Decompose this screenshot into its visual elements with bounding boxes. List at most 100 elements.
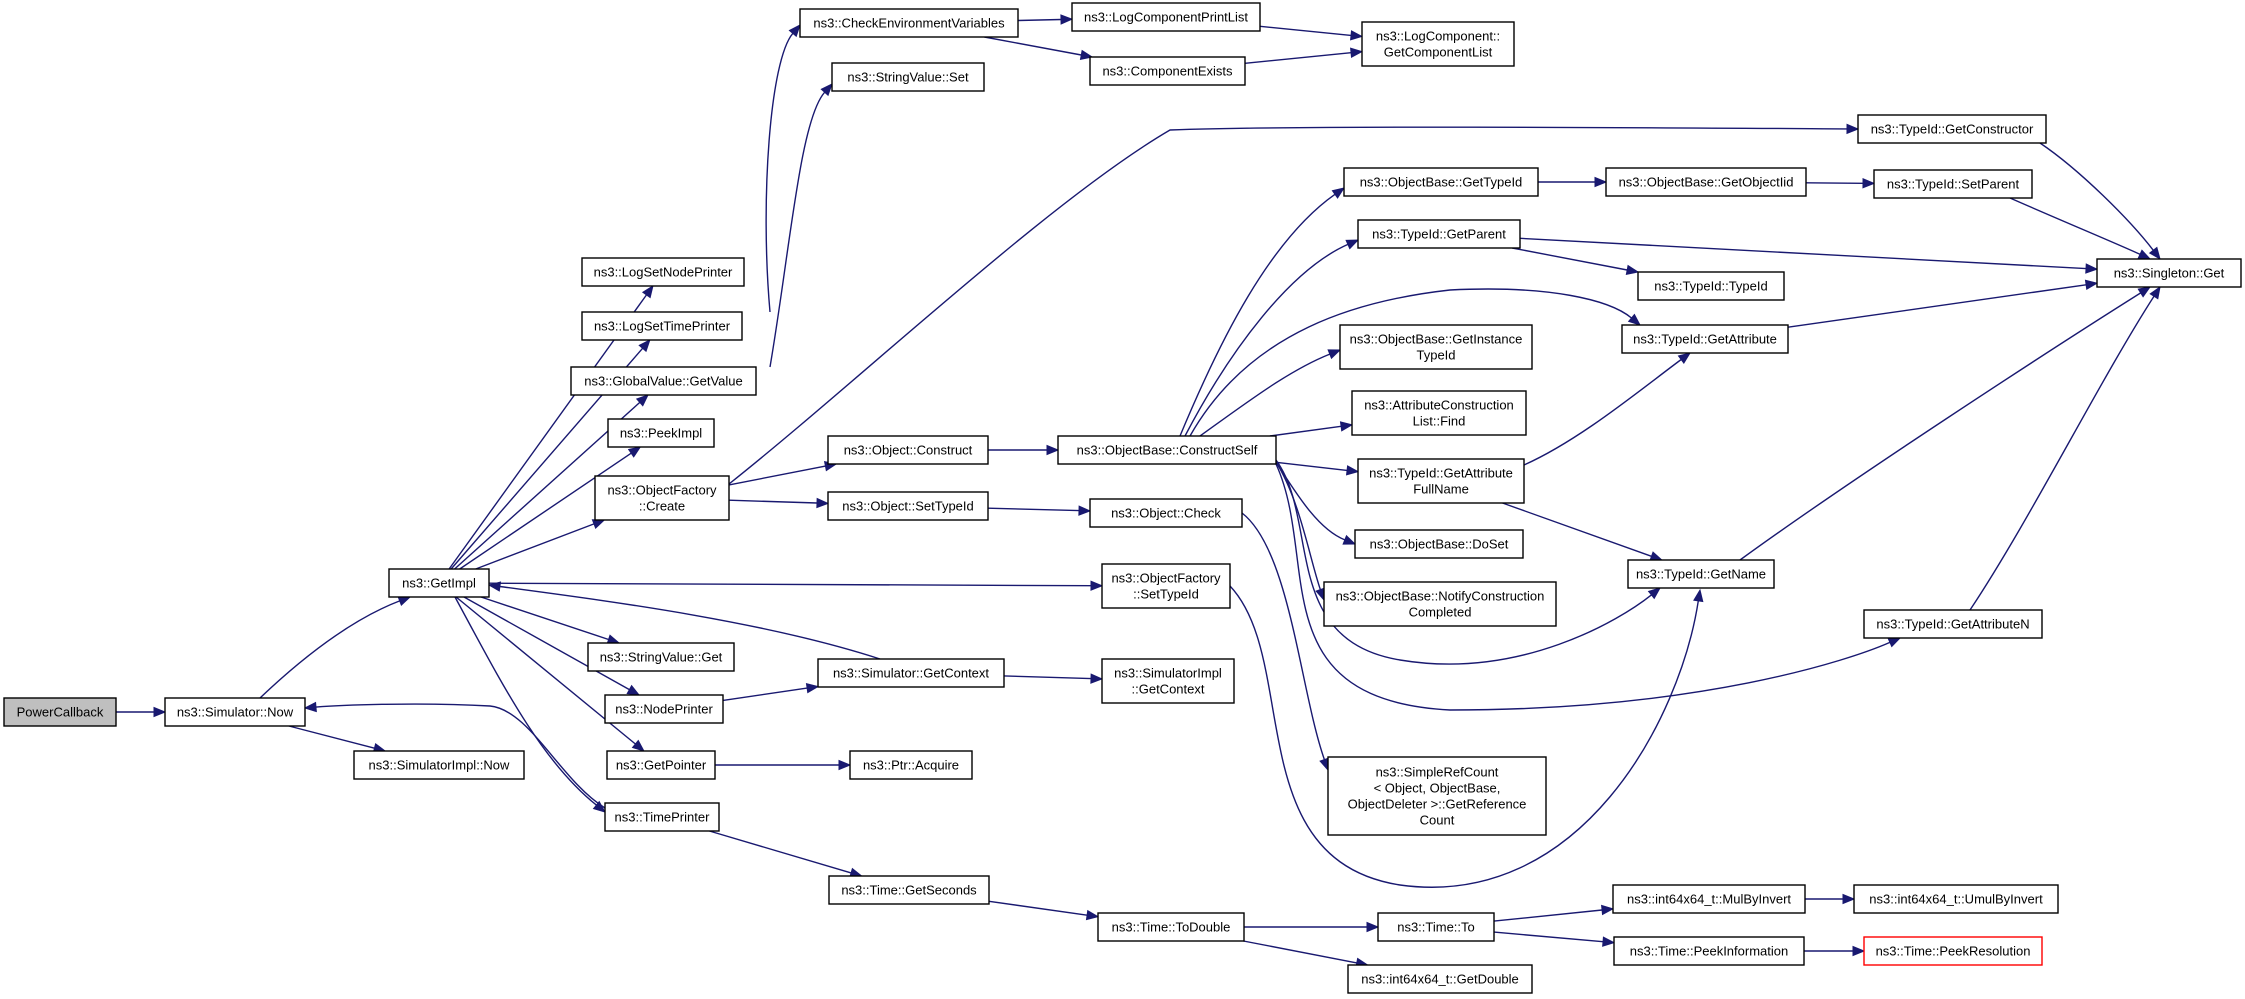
- node-objectbase-gettypeid[interactable]: ns3::ObjectBase::GetTypeId: [1343, 167, 1539, 197]
- node-box[interactable]: [1097, 912, 1245, 942]
- node-box[interactable]: [604, 802, 720, 832]
- node-stringvalue-get[interactable]: ns3::StringValue::Get: [587, 642, 735, 672]
- node-timeprinter[interactable]: ns3::TimePrinter: [604, 802, 720, 832]
- node-box[interactable]: [587, 642, 735, 672]
- node-box[interactable]: [388, 568, 490, 598]
- node-typeid-typeid[interactable]: ns3::TypeId::TypeId: [1637, 271, 1785, 301]
- node-object-check[interactable]: ns3::Object::Check: [1089, 498, 1243, 528]
- node-typeid-getattributen[interactable]: ns3::TypeId::GetAttributeN: [1863, 609, 2043, 639]
- node-box[interactable]: [1853, 884, 2059, 914]
- node-simimpl-now[interactable]: ns3::SimulatorImpl::Now: [353, 750, 525, 780]
- node-box[interactable]: [1347, 964, 1533, 994]
- node-box[interactable]: [604, 694, 724, 724]
- node-simimpl-getcontext[interactable]: ns3::SimulatorImpl::GetContext: [1101, 658, 1235, 704]
- node-box[interactable]: [1071, 2, 1261, 32]
- node-box[interactable]: [1343, 167, 1539, 197]
- node-logtimeprinter[interactable]: ns3::LogSetTimePrinter: [581, 311, 743, 341]
- node-box[interactable]: [1361, 21, 1515, 67]
- node-box[interactable]: [1857, 114, 2047, 144]
- node-int64-getdouble[interactable]: ns3::int64x64_t::GetDouble: [1347, 964, 1533, 994]
- node-peekimpl[interactable]: ns3::PeekImpl: [607, 418, 715, 448]
- node-objectbase-doset[interactable]: ns3::ObjectBase::DoSet: [1354, 529, 1524, 559]
- node-typeid-getconstructor[interactable]: ns3::TypeId::GetConstructor: [1857, 114, 2047, 144]
- node-box[interactable]: [1612, 884, 1806, 914]
- node-checkenv[interactable]: ns3::CheckEnvironmentVariables: [799, 8, 1019, 38]
- node-stringvalue-set[interactable]: ns3::StringValue::Set: [831, 62, 985, 92]
- node-simplerefcount[interactable]: ns3::SimpleRefCount< Object, ObjectBase,…: [1327, 756, 1547, 836]
- node-getimpl[interactable]: ns3::GetImpl: [388, 568, 490, 598]
- node-box[interactable]: [570, 366, 757, 396]
- node-singleton-get[interactable]: ns3::Singleton::Get: [2096, 258, 2242, 288]
- node-box[interactable]: [1357, 458, 1525, 504]
- node-nodeprinter[interactable]: ns3::NodePrinter: [604, 694, 724, 724]
- node-time-getseconds[interactable]: ns3::Time::GetSeconds: [828, 875, 990, 905]
- node-box[interactable]: [1863, 609, 2043, 639]
- node-box[interactable]: [581, 311, 743, 341]
- node-box[interactable]: [799, 8, 1019, 38]
- node-box[interactable]: [1323, 581, 1557, 627]
- node-object-settypeid[interactable]: ns3::Object::SetTypeId: [827, 491, 989, 521]
- node-int64-mulbyinvert[interactable]: ns3::int64x64_t::MulByInvert: [1612, 884, 1806, 914]
- node-time-todouble[interactable]: ns3::Time::ToDouble: [1097, 912, 1245, 942]
- node-box[interactable]: [817, 658, 1005, 688]
- node-box[interactable]: [1613, 936, 1805, 966]
- node-getcomponentlist[interactable]: ns3::LogComponent::GetComponentList: [1361, 21, 1515, 67]
- node-box[interactable]: [1873, 169, 2033, 199]
- node-typeid-setparent[interactable]: ns3::TypeId::SetParent: [1873, 169, 2033, 199]
- node-box[interactable]: [581, 257, 745, 287]
- node-box[interactable]: [1605, 167, 1807, 197]
- node-object-construct[interactable]: ns3::Object::Construct: [827, 435, 989, 465]
- node-typeid-getattribute[interactable]: ns3::TypeId::GetAttribute: [1621, 324, 1789, 354]
- node-box[interactable]: [353, 750, 525, 780]
- node-ptr-acquire[interactable]: ns3::Ptr::Acquire: [849, 750, 973, 780]
- node-objectfactory-create[interactable]: ns3::ObjectFactory::Create: [594, 475, 730, 521]
- node-time-to[interactable]: ns3::Time::To: [1377, 912, 1495, 942]
- node-box[interactable]: [1357, 219, 1521, 249]
- node-simulator-getcontext[interactable]: ns3::Simulator::GetContext: [817, 658, 1005, 688]
- node-box[interactable]: [1863, 936, 2043, 966]
- node-box[interactable]: [849, 750, 973, 780]
- node-constructself[interactable]: ns3::ObjectBase::ConstructSelf: [1057, 435, 1277, 465]
- node-powercallback[interactable]: PowerCallback: [3, 697, 117, 727]
- node-typeid-getparent[interactable]: ns3::TypeId::GetParent: [1357, 219, 1521, 249]
- node-objectfactory-settypeid[interactable]: ns3::ObjectFactory::SetTypeId: [1101, 563, 1231, 609]
- node-box[interactable]: [1089, 498, 1243, 528]
- node-box[interactable]: [828, 875, 990, 905]
- node-notifyconstructioncompleted[interactable]: ns3::ObjectBase::NotifyConstructionCompl…: [1323, 581, 1557, 627]
- node-typeid-getname[interactable]: ns3::TypeId::GetName: [1627, 559, 1775, 589]
- node-box[interactable]: [1637, 271, 1785, 301]
- node-logcomponentprintlist[interactable]: ns3::LogComponentPrintList: [1071, 2, 1261, 32]
- node-getobjectiid[interactable]: ns3::ObjectBase::GetObjectIid: [1605, 167, 1807, 197]
- node-box[interactable]: [594, 475, 730, 521]
- node-box[interactable]: [1339, 324, 1533, 370]
- node-globalvalue-getvalue[interactable]: ns3::GlobalValue::GetValue: [570, 366, 757, 396]
- node-lognodeprinter[interactable]: ns3::LogSetNodePrinter: [581, 257, 745, 287]
- node-time-peekresolution[interactable]: ns3::Time::PeekResolution: [1863, 936, 2043, 966]
- node-box[interactable]: [1621, 324, 1789, 354]
- node-box[interactable]: [1057, 435, 1277, 465]
- node-box[interactable]: [1627, 559, 1775, 589]
- node-box[interactable]: [164, 697, 306, 727]
- node-time-peekinformation[interactable]: ns3::Time::PeekInformation: [1613, 936, 1805, 966]
- node-componentexists[interactable]: ns3::ComponentExists: [1089, 56, 1246, 86]
- node-box[interactable]: [1101, 563, 1231, 609]
- node-box[interactable]: [827, 435, 989, 465]
- node-box[interactable]: [1101, 658, 1235, 704]
- node-box[interactable]: [1327, 756, 1547, 836]
- node-box[interactable]: [1089, 56, 1246, 86]
- node-box[interactable]: [607, 418, 715, 448]
- node-getpointer[interactable]: ns3::GetPointer: [606, 750, 716, 780]
- node-box[interactable]: [3, 697, 117, 727]
- node-box[interactable]: [831, 62, 985, 92]
- node-sim-now[interactable]: ns3::Simulator::Now: [164, 697, 306, 727]
- node-box[interactable]: [1354, 529, 1524, 559]
- node-int64-umulbyinvert[interactable]: ns3::int64x64_t::UmulByInvert: [1853, 884, 2059, 914]
- node-box[interactable]: [606, 750, 716, 780]
- node-box[interactable]: [827, 491, 989, 521]
- node-box[interactable]: [1377, 912, 1495, 942]
- node-box[interactable]: [2096, 258, 2242, 288]
- node-box[interactable]: [1351, 390, 1527, 436]
